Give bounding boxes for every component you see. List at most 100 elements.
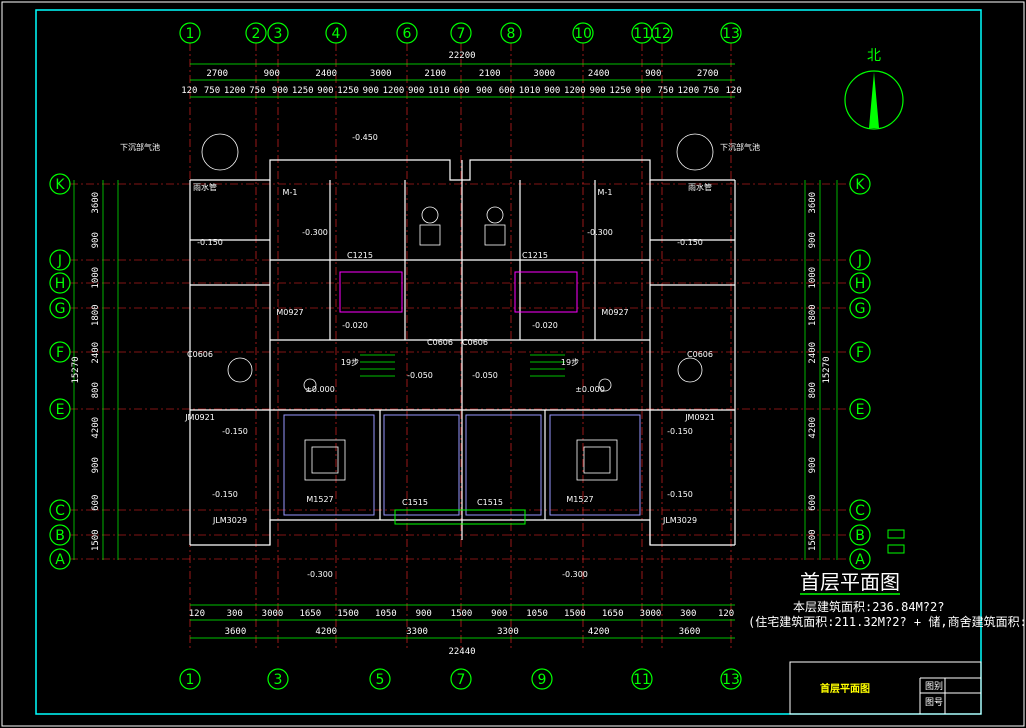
dim-bot2-3: 3300 (497, 627, 519, 637)
dim-left-7: 900 (91, 457, 101, 473)
axis-top-12-label: 12 (653, 26, 671, 42)
axis-top-2: 2 (245, 22, 267, 44)
axis-bottom-11-label: 11 (633, 672, 651, 688)
dim-top2-3: 750 (249, 86, 265, 96)
vertical-grid-lines (189, 43, 732, 650)
north-label: 北 (867, 48, 881, 64)
axis-bottom-1: 1 (179, 668, 201, 690)
dim-right-6: 4200 (808, 417, 818, 439)
dim-left-9: 1500 (91, 529, 101, 551)
room-note-18: M-1 (283, 188, 298, 197)
axis-bottom-3: 3 (267, 668, 289, 690)
axis-left-F-circle (49, 341, 71, 363)
axis-bottom-3-label: 3 (274, 672, 283, 688)
legend-box-2 (887, 544, 905, 554)
area-line-2: (住宅建筑面积:211.32M?2? + 储,商舍建筑面积:25.52M?2?) (748, 614, 1026, 629)
dim-right-9: 1500 (808, 529, 818, 551)
title-block-cell-1: 图别 (925, 681, 943, 692)
axis-right-F-label: F (856, 345, 864, 361)
axis-right-J-circle (849, 249, 871, 271)
axis-left-B-circle (49, 524, 71, 546)
room-note-5: -0.150 (677, 238, 703, 247)
axis-bottom-7-label: 7 (457, 672, 466, 688)
total-dim-right: 15270 (822, 356, 832, 383)
axis-top-1-label: 1 (186, 26, 195, 42)
axis-left-G: G (49, 297, 71, 319)
axis-bottom-9-label: 9 (538, 672, 547, 688)
room-note-1: 下沉部气池 (720, 142, 760, 152)
dim-right-7: 900 (808, 457, 818, 473)
axis-right-C: C (849, 499, 871, 521)
axis-top-1: 1 (179, 22, 201, 44)
axis-right-B-circle (849, 524, 871, 546)
axis-right-E-circle (849, 398, 871, 420)
dim-bot1-0: 120 (189, 609, 205, 619)
axis-bottom-3-circle (267, 668, 289, 690)
dim-top2-5: 1250 (292, 86, 314, 96)
axis-bottom-5: 5 (369, 668, 391, 690)
dim-top1-7: 2400 (588, 69, 610, 79)
axis-left-H-label: H (55, 276, 66, 292)
dim-right-0: 3600 (808, 192, 818, 214)
axis-right-A: A (849, 548, 871, 570)
dim-left-3: 1800 (91, 304, 101, 326)
room-note-38: -0.450 (352, 133, 378, 142)
axis-right-E: E (849, 398, 871, 420)
room-note-15: -0.150 (667, 490, 693, 499)
axis-top-11: 11 (631, 22, 653, 44)
axis-left-G-label: G (55, 301, 66, 317)
room-note-11: ±0.000 (575, 385, 605, 394)
dim-top2-24: 120 (726, 86, 742, 96)
axis-top-4-circle (325, 22, 347, 44)
axis-right-F: F (849, 341, 871, 363)
axis-left-C-circle (49, 499, 71, 521)
axis-right-J: J (849, 249, 871, 271)
dim-top2-4: 900 (272, 86, 288, 96)
axis-left-A-label: A (55, 552, 65, 568)
axis-top-2-circle (245, 22, 267, 44)
dim-bot1-11: 1650 (602, 609, 624, 619)
axis-right-F-circle (849, 341, 871, 363)
title-block (789, 661, 982, 715)
dim-top2-0: 120 (181, 86, 197, 96)
total-dim-top: 22200 (448, 51, 475, 61)
axis-left-F-label: F (56, 345, 64, 361)
axis-top-8-label: 8 (507, 26, 516, 42)
axis-left-J: J (49, 249, 71, 271)
dim-top1-1: 900 (264, 69, 280, 79)
axis-right-H-label: H (855, 276, 866, 292)
dim-top2-15: 1010 (519, 86, 541, 96)
dim-bot2-4: 4200 (588, 627, 610, 637)
dim-bot1-13: 300 (680, 609, 696, 619)
room-note-23: C1515 (477, 498, 503, 507)
axis-left-H-circle (49, 272, 71, 294)
dim-top1-5: 2100 (479, 69, 501, 79)
dim-top2-19: 1250 (609, 86, 631, 96)
room-note-4: -0.150 (197, 238, 223, 247)
dim-top2-13: 900 (476, 86, 492, 96)
axis-bottom-7: 7 (450, 668, 472, 690)
dim-right-5: 800 (808, 382, 818, 398)
dim-bot1-4: 1500 (337, 609, 359, 619)
dim-top2-2: 1200 (224, 86, 246, 96)
total-dim-left: 15270 (71, 356, 81, 383)
axis-left-A-circle (49, 548, 71, 570)
axis-right-C-label: C (855, 503, 865, 519)
room-note-2: 雨水管 (193, 182, 217, 192)
axis-left-J-circle (49, 249, 71, 271)
axis-bottom-9-circle (531, 668, 553, 690)
axis-bottom-13: 13 (720, 668, 742, 690)
room-note-17: -0.300 (562, 570, 588, 579)
dim-top2-18: 900 (589, 86, 605, 96)
room-note-36: 19步 (341, 358, 359, 367)
dim-top2-8: 900 (363, 86, 379, 96)
axis-left-E-label: E (56, 402, 65, 418)
north-arrow-icon: 北 (844, 48, 904, 130)
dim-top1-2: 2400 (315, 69, 337, 79)
